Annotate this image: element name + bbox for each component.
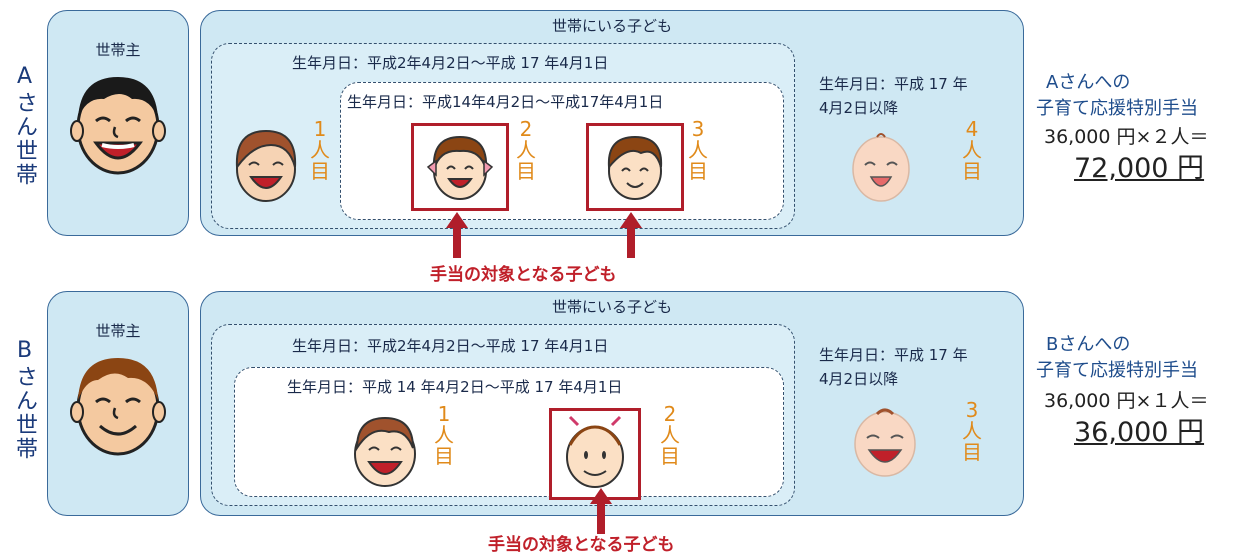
head-of-household-panel-b: 世帯主: [47, 291, 189, 516]
inner-range-text-a: 生年月日：平成14年4月2日〜平成17年4月1日: [347, 93, 664, 111]
outer-range-text-b: 生年月日：平成2年4月2日〜平成 17 年4月1日: [292, 337, 609, 355]
result-title-a-1: Aさんへの: [1046, 72, 1131, 93]
inner-range-text-b: 生年月日：平成 14 年4月2日〜平成 17 年4月1日: [287, 378, 623, 396]
young-range-text-a-2: 4月2日以降: [819, 99, 899, 117]
head-label-a: 世帯主: [95, 41, 141, 59]
girl-face-icon: [566, 415, 624, 488]
boy-face-icon: [607, 135, 663, 200]
head-label-b: 世帯主: [95, 322, 141, 340]
young-range-text-b-2: 4月2日以降: [819, 370, 899, 388]
household-b-title: Bさん世帯: [12, 337, 37, 461]
adult-face-icon: [70, 358, 166, 456]
head-of-household-panel-a: 世帯主: [47, 10, 189, 236]
result-calc-b: 36,000 円×１人＝: [1044, 390, 1209, 412]
girl-face-icon: [235, 129, 297, 202]
young-range-text-b-1: 生年月日：平成 17 年: [819, 346, 968, 364]
children-label-b: 世帯にいる子ども: [551, 298, 672, 316]
baby-face-icon: [854, 408, 916, 477]
result-calc-a: 36,000 円×２人＝: [1044, 126, 1209, 148]
baby-face-icon: [852, 133, 910, 202]
girl-face-icon: [426, 135, 494, 200]
outer-range-box-b: 生年月日：平成2年4月2日〜平成 17 年4月1日 生年月日：平成 14 年4月…: [211, 324, 795, 506]
result-title-a-2: 子育て応援特別手当: [1036, 98, 1198, 119]
household-a-title: Aさん世帯: [12, 63, 37, 187]
up-arrow-icon: [590, 488, 612, 534]
inner-range-box-a: 生年月日：平成14年4月2日〜平成17年4月1日: [340, 82, 784, 220]
result-title-b-2: 子育て応援特別手当: [1036, 360, 1198, 381]
target-child-frame-b-2: [549, 408, 641, 500]
result-total-b: 36,000 円: [1074, 417, 1205, 448]
target-children-label-a: 手当の対象となる子ども: [430, 265, 617, 285]
result-title-b-1: Bさんへの: [1046, 334, 1131, 355]
adult-face-icon: [70, 77, 166, 175]
children-label-a: 世帯にいる子ども: [551, 17, 672, 35]
young-range-text-a-1: 生年月日：平成 17 年: [819, 75, 968, 93]
outer-range-text-a: 生年月日：平成2年4月2日〜平成 17 年4月1日: [292, 54, 609, 72]
inner-range-box-b: 生年月日：平成 14 年4月2日〜平成 17 年4月1日: [234, 367, 784, 497]
children-panel-a: 世帯にいる子ども 生年月日：平成2年4月2日〜平成 17 年4月1日 生年月日：…: [200, 10, 1024, 236]
target-child-frame-a-3: [586, 123, 684, 211]
boy-face-icon: [354, 416, 416, 487]
target-child-frame-a-2: [411, 123, 509, 211]
result-total-a: 72,000 円: [1074, 153, 1205, 184]
up-arrow-icon: [446, 212, 468, 258]
target-children-label-b: 手当の対象となる子ども: [488, 535, 675, 555]
up-arrow-icon: [620, 212, 642, 258]
children-panel-b: 世帯にいる子ども 生年月日：平成2年4月2日〜平成 17 年4月1日 生年月日：…: [200, 291, 1024, 516]
